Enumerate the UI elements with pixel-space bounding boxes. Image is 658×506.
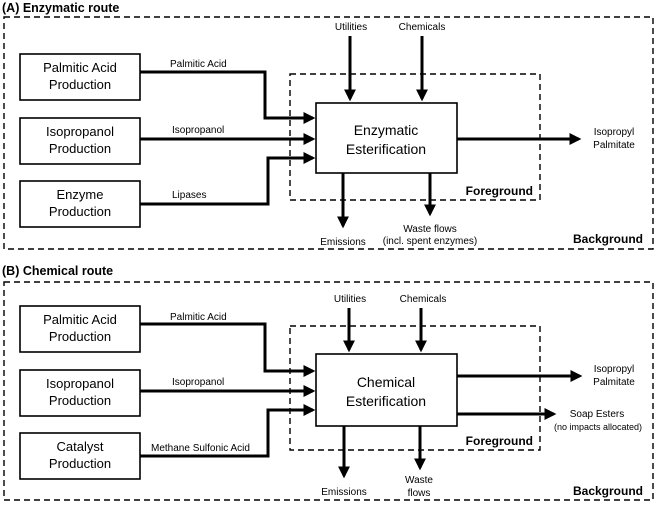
section-b: (B) Chemical route Palmitic Acid Product… <box>2 264 654 501</box>
section-a-input-box-3-line2: Production <box>49 204 111 219</box>
section-a-flow-arrow-1 <box>140 70 316 124</box>
section-a-flow-label-2: Isopropanol <box>172 125 224 136</box>
section-a-input-box-1 <box>19 53 141 101</box>
section-b-waste-line1: Waste <box>405 475 433 486</box>
section-b-process-line1: Chemical <box>357 374 415 390</box>
section-b-flow-arrow-1 <box>140 322 316 377</box>
section-a: (A) Enzymatic route Palmitic Acid Produc… <box>2 1 654 250</box>
section-b-background-label: Background <box>573 484 643 498</box>
section-a-background-boundary <box>3 16 654 250</box>
section-a-waste-line2: (incl. spent enzymes) <box>383 236 477 247</box>
section-b-process-box <box>315 353 458 427</box>
section-b-flow-arrow-3 <box>140 404 316 458</box>
section-b-foreground-boundary <box>289 325 541 451</box>
section-b-input-box-1-line1: Palmitic Acid <box>43 312 117 327</box>
section-b-input-box-3-line2: Production <box>49 456 111 471</box>
section-a-foreground-label: Foreground <box>466 184 533 198</box>
section-a-input-box-2-line2: Production <box>49 141 111 156</box>
section-b-input-box-3-line1: Catalyst <box>57 439 104 454</box>
section-a-background-label: Background <box>573 232 643 246</box>
section-a-flow-label-1: Palmitic Acid <box>170 59 227 70</box>
section-a-flow-label-3: Lipases <box>172 190 206 201</box>
section-a-foreground-boundary <box>289 73 541 201</box>
section-a-input-box-1-line2: Production <box>49 77 111 92</box>
section-a-product-line1: Isopropyl <box>594 127 635 138</box>
section-a-waste-line1: Waste flows <box>403 224 457 235</box>
section-b-input-box-2-line1: Isopropanol <box>46 376 114 391</box>
section-a-process-box <box>315 102 458 174</box>
section-a-input-box-3-line1: Enzyme <box>57 187 104 202</box>
section-b-input-box-3 <box>19 432 141 480</box>
section-b-coproduct-line2: (no impacts allocated) <box>554 422 642 432</box>
section-a-process-line1: Enzymatic <box>354 122 419 138</box>
section-b-emissions-label: Emissions <box>321 487 367 498</box>
section-a-process-line2: Esterification <box>346 141 426 157</box>
section-a-input-box-2 <box>19 117 141 165</box>
section-b-flow-label-3: Methane Sulfonic Acid <box>151 443 250 454</box>
section-b-background-boundary <box>3 281 654 501</box>
section-b-product-line1: Isopropyl <box>594 364 635 375</box>
section-a-flow-arrow-3 <box>140 152 316 206</box>
section-a-chemicals-label: Chemicals <box>399 22 446 33</box>
section-a-emissions-label: Emissions <box>320 237 366 248</box>
section-a-input-box-2-line1: Isopropanol <box>46 124 114 139</box>
section-a-input-box-3 <box>19 180 141 228</box>
section-b-flow-label-1: Palmitic Acid <box>170 312 227 323</box>
section-b-input-box-1-line2: Production <box>49 329 111 344</box>
section-b-input-box-2-line2: Production <box>49 393 111 408</box>
section-b-title: (B) Chemical route <box>2 264 113 278</box>
section-a-input-box-1-line1: Palmitic Acid <box>43 60 117 75</box>
section-b-utilities-label: Utilities <box>334 294 366 305</box>
section-b-process-line2: Esterification <box>346 393 426 409</box>
section-b-foreground-label: Foreground <box>466 434 533 448</box>
section-b-chemicals-label: Chemicals <box>400 294 447 305</box>
section-a-product-line2: Palmitate <box>593 140 635 151</box>
section-a-title: (A) Enzymatic route <box>2 1 119 15</box>
section-a-utilities-label: Utilities <box>335 22 367 33</box>
section-b-input-box-2 <box>19 369 141 417</box>
section-b-input-box-1 <box>19 305 141 353</box>
section-b-product-line2: Palmitate <box>593 377 635 388</box>
section-b-coproduct-line1: Soap Esters <box>570 409 624 420</box>
section-b-waste-line2: flows <box>408 488 431 499</box>
section-b-flow-label-2: Isopropanol <box>172 377 224 388</box>
